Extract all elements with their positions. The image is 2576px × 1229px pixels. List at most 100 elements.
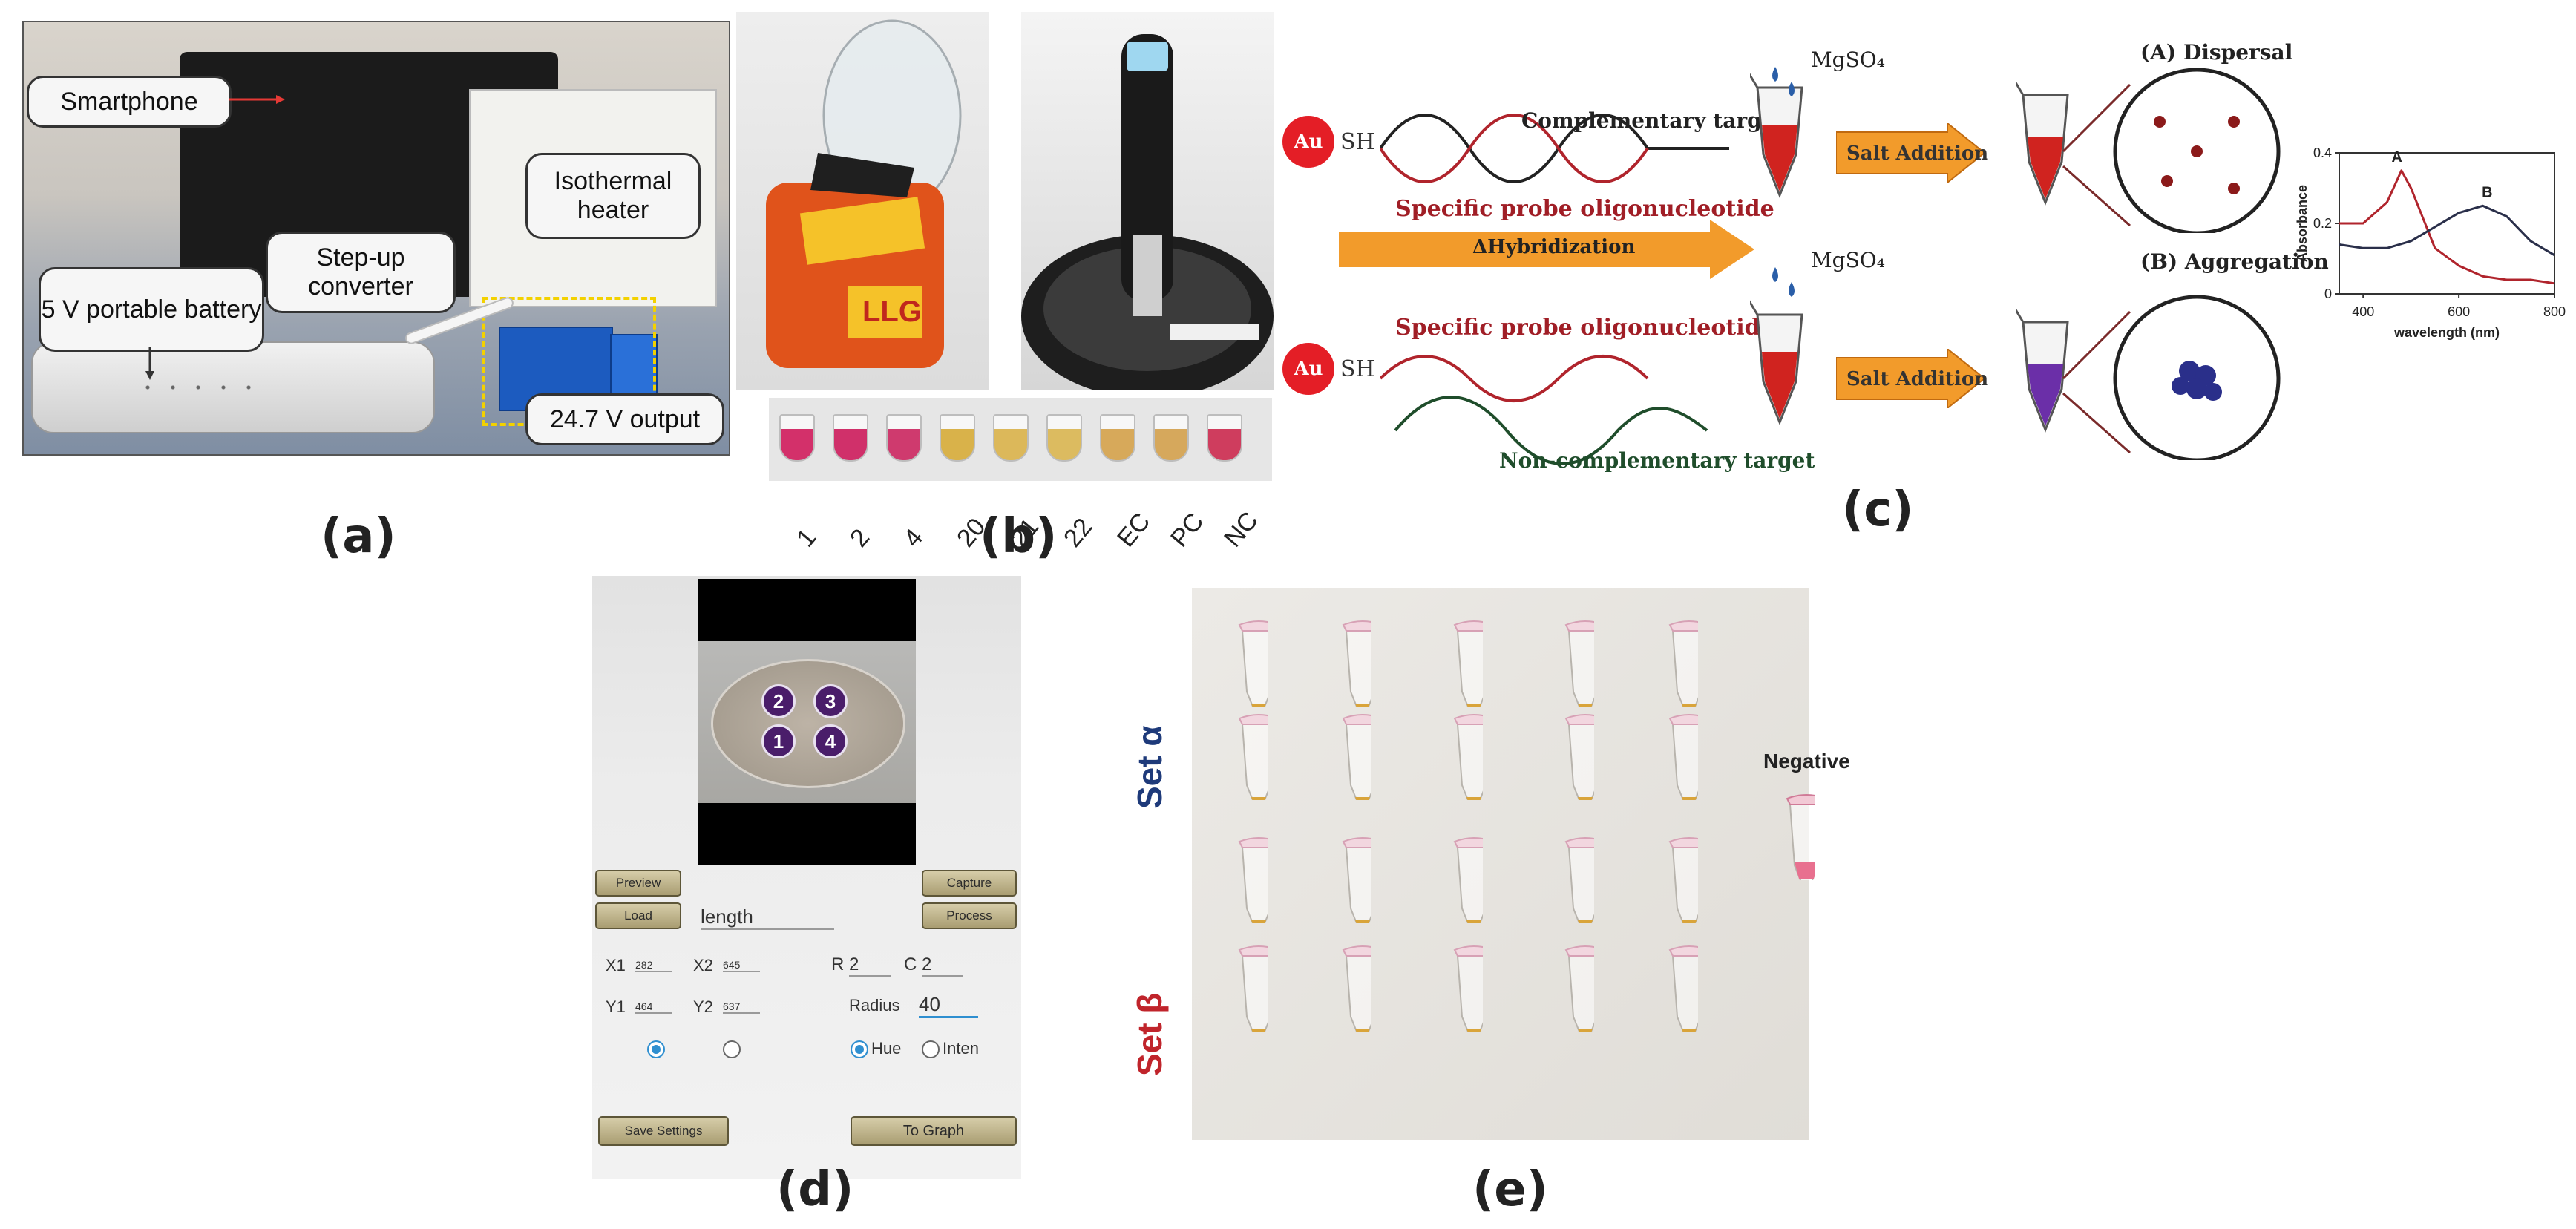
sample-tube bbox=[1238, 714, 1268, 800]
x-tick-label: 800 bbox=[2543, 304, 2566, 319]
r-label: R bbox=[831, 954, 845, 974]
x1-field[interactable]: 282 bbox=[635, 959, 672, 972]
salt-drops bbox=[1772, 67, 1795, 297]
probe-label-bottom: Specific probe oligonucleotide bbox=[1395, 315, 1774, 341]
y-tick-label: 0 bbox=[2324, 286, 2332, 301]
vial-label-1: 1 bbox=[791, 523, 822, 553]
vial-label-7: EC bbox=[1112, 507, 1156, 553]
series-label-b: B bbox=[2482, 184, 2492, 200]
callout-heater: Isothermal heater bbox=[525, 153, 701, 239]
process-button[interactable]: Process bbox=[922, 902, 1017, 929]
well-1: 1 bbox=[761, 724, 796, 758]
battery-dots bbox=[135, 384, 261, 390]
sample-tube bbox=[1668, 620, 1698, 707]
sample-tube bbox=[1342, 945, 1371, 1032]
vial-label-9: NC bbox=[1219, 506, 1264, 553]
salt-arrow-top bbox=[1836, 123, 1985, 183]
gold-nanoparticle-top: Au bbox=[1282, 116, 1334, 168]
heater-drawing bbox=[766, 19, 962, 368]
radio-option-2[interactable] bbox=[723, 1040, 741, 1058]
y-tick-label: 0.2 bbox=[2313, 216, 2332, 231]
y1-label: Y1 bbox=[606, 997, 626, 1016]
mgso4-label-bottom: MgSO₄ bbox=[1811, 248, 1885, 272]
sample-tube bbox=[1668, 837, 1698, 923]
radius-label: Radius bbox=[849, 996, 900, 1015]
inten-label: Inten bbox=[943, 1039, 979, 1058]
sample-tube bbox=[1453, 620, 1483, 707]
salt-addition-label-top: Salt Addition bbox=[1846, 142, 1989, 165]
y-axis-label: Absorbance bbox=[2295, 185, 2310, 262]
sample-tube bbox=[1342, 714, 1371, 800]
sample-tube bbox=[1342, 620, 1371, 707]
y-tick-label: 0.4 bbox=[2313, 145, 2332, 160]
panel-b-tube-strip bbox=[769, 398, 1272, 481]
panel-label-e: (e) bbox=[1472, 1162, 1548, 1217]
vial-label-2: 2 bbox=[845, 523, 876, 553]
preview-button[interactable]: Preview bbox=[595, 870, 681, 897]
y1-field[interactable]: 464 bbox=[635, 1000, 672, 1014]
c-label: C bbox=[904, 954, 917, 974]
x-tick-label: 600 bbox=[2448, 304, 2470, 319]
y2-label: Y2 bbox=[693, 997, 713, 1016]
save-settings-button[interactable]: Save Settings bbox=[598, 1116, 729, 1146]
series-line-a bbox=[2339, 169, 2555, 285]
hue-label: Hue bbox=[871, 1039, 902, 1058]
vial-label-6: 22 bbox=[1058, 513, 1098, 553]
capture-button[interactable]: Capture bbox=[922, 870, 1017, 897]
sample-vial-3 bbox=[886, 414, 922, 462]
panel-b-heater-photo: LLG bbox=[736, 12, 989, 390]
sample-tube bbox=[1238, 620, 1268, 707]
c-field[interactable]: 2 bbox=[922, 954, 963, 977]
tube-dispersed bbox=[2016, 80, 2069, 206]
x-tick-label: 400 bbox=[2352, 304, 2374, 319]
sample-tube bbox=[1453, 945, 1483, 1032]
sample-vial-9 bbox=[1207, 414, 1242, 462]
hue-radio[interactable] bbox=[851, 1040, 868, 1058]
sample-disc bbox=[711, 659, 905, 788]
sample-tube bbox=[1238, 837, 1268, 923]
sample-tube bbox=[1238, 945, 1268, 1032]
x1-label: X1 bbox=[606, 956, 626, 974]
series-line-b bbox=[2339, 204, 2555, 257]
chart-plot-frame bbox=[2339, 152, 2555, 295]
vial-label-8: PC bbox=[1165, 507, 1210, 553]
negative-tube bbox=[1786, 794, 1815, 880]
sample-vial-5 bbox=[993, 414, 1029, 462]
well-2: 2 bbox=[761, 684, 796, 718]
callout-output: 24.7 V output bbox=[525, 393, 724, 445]
callout-battery: 5 V portable battery bbox=[39, 267, 264, 352]
r-field[interactable]: 2 bbox=[849, 954, 891, 977]
noncomplementary-target-label: Non-complementary target bbox=[1499, 448, 1815, 473]
x-axis-label: wavelength (nm) bbox=[2393, 325, 2500, 340]
sample-tube bbox=[1564, 620, 1594, 707]
inten-radio[interactable] bbox=[922, 1040, 940, 1058]
set-alpha-label: Set α bbox=[1130, 725, 1169, 809]
panel-label-d: (d) bbox=[776, 1162, 854, 1217]
sample-tube bbox=[1564, 837, 1594, 923]
radio-option-1[interactable] bbox=[647, 1040, 665, 1058]
load-button[interactable]: Load bbox=[595, 902, 681, 929]
panel-label-c: (c) bbox=[1842, 482, 1914, 537]
radius-field[interactable]: 40 bbox=[919, 993, 978, 1018]
y2-field[interactable]: 637 bbox=[723, 1000, 760, 1014]
to-graph-button[interactable]: To Graph bbox=[851, 1116, 1017, 1146]
probe-label-top: Specific probe oligonucleotide bbox=[1395, 196, 1774, 222]
sample-vial-8 bbox=[1153, 414, 1189, 462]
sample-tube bbox=[1453, 837, 1483, 923]
sample-vial-6 bbox=[1046, 414, 1082, 462]
dispersal-label: (A) Dispersal bbox=[2140, 40, 2293, 65]
panel-e-photo bbox=[1192, 588, 1809, 1140]
x2-field[interactable]: 645 bbox=[723, 959, 760, 972]
callout-smartphone: Smartphone bbox=[27, 76, 232, 128]
aggregation-zoom bbox=[2062, 295, 2281, 460]
negative-label: Negative bbox=[1763, 750, 1850, 773]
thiol-label-bottom: SH bbox=[1340, 356, 1375, 382]
panel-label-b: (b) bbox=[980, 509, 1058, 564]
sample-tube bbox=[1668, 945, 1698, 1032]
sample-tube bbox=[1668, 714, 1698, 800]
salt-addition-label-bottom: Salt Addition bbox=[1846, 368, 1989, 390]
tube-aggregated bbox=[2016, 307, 2069, 433]
length-field[interactable]: length bbox=[701, 905, 834, 930]
sample-tube bbox=[1564, 714, 1594, 800]
mgso4-label-top: MgSO₄ bbox=[1811, 47, 1885, 72]
